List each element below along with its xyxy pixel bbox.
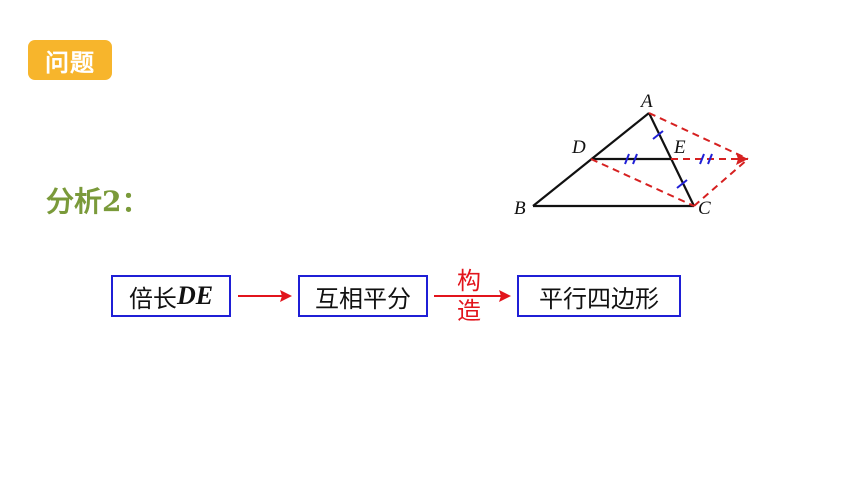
step-bisect-each-other: 互相平分 bbox=[298, 275, 428, 317]
label-b: B bbox=[514, 198, 526, 219]
label-d: D bbox=[571, 137, 586, 158]
tick-de-1 bbox=[624, 153, 630, 165]
analysis-label: 分析2： bbox=[46, 185, 150, 218]
arrow-2-head bbox=[499, 290, 511, 302]
label-c: C bbox=[698, 198, 711, 219]
dashed-dc bbox=[590, 158, 695, 207]
tick-ef-2 bbox=[707, 153, 713, 165]
construct-line-1: 构 bbox=[457, 267, 481, 295]
step3-text: 平行四边形 bbox=[539, 284, 659, 313]
step1-var: DE bbox=[176, 281, 214, 310]
label-e: E bbox=[673, 137, 686, 158]
arrow-1-head bbox=[280, 290, 292, 302]
label-a: A bbox=[639, 91, 653, 112]
arrowhead-f bbox=[736, 153, 748, 165]
step1-prefix: 倍长 bbox=[128, 284, 177, 313]
tick-ae bbox=[652, 130, 664, 140]
tick-de-2 bbox=[632, 153, 638, 165]
tick-ec bbox=[676, 179, 688, 189]
dashed-af bbox=[648, 112, 749, 160]
construct-label: 构 造 bbox=[452, 266, 486, 326]
problem-badge: 问题 bbox=[28, 40, 112, 80]
step2-text: 互相平分 bbox=[315, 284, 411, 313]
tick-ef-1 bbox=[699, 153, 705, 165]
step-parallelogram: 平行四边形 bbox=[517, 275, 681, 317]
construct-line-2: 造 bbox=[457, 297, 481, 325]
